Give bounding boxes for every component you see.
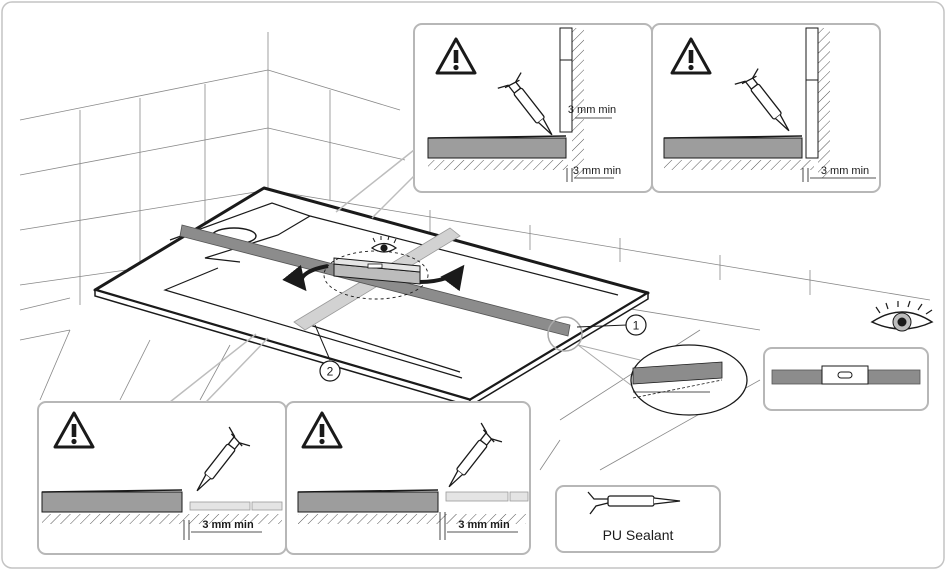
gap-label-horizontal: 3 mm min: [573, 165, 621, 177]
detail-circle-corner: [547, 316, 583, 352]
detail-panel-top-right: 3 mm min: [651, 23, 881, 193]
gap-label-horizontal: 3 mm min: [821, 165, 869, 177]
detail-panel-bottom-left: 3 mm min: [37, 401, 287, 555]
sealant-gun-icon: [587, 491, 681, 515]
gap-label-horizontal: 3 mm min: [202, 519, 254, 531]
room-walls: [19, 32, 931, 471]
sealant-legend-box: PU Sealant: [555, 485, 721, 553]
rotate-arrow-right: [419, 264, 465, 292]
rotate-arrow-left: [282, 264, 329, 292]
eye-icon: [870, 300, 934, 332]
detail-ellipse-gap: [577, 344, 748, 416]
sealant-label: PU Sealant: [603, 527, 674, 543]
gap-label-vertical: 3 mm min: [568, 104, 616, 116]
marker-2: [319, 360, 341, 382]
eye-icon: [370, 235, 398, 253]
level-reading-box: [763, 347, 929, 411]
marker-2-label: 2: [327, 365, 334, 379]
detail-panel-bottom-right: 3 mm min: [285, 401, 531, 555]
level-bar-longitudinal: [179, 224, 571, 337]
level-check-circle: [323, 250, 429, 300]
marker-1: [625, 314, 647, 336]
marker-1-label: 1: [633, 319, 640, 333]
gap-label-horizontal: 3 mm min: [458, 519, 510, 531]
detail-panel-top-left: 3 mm min 3 mm min: [413, 23, 653, 193]
